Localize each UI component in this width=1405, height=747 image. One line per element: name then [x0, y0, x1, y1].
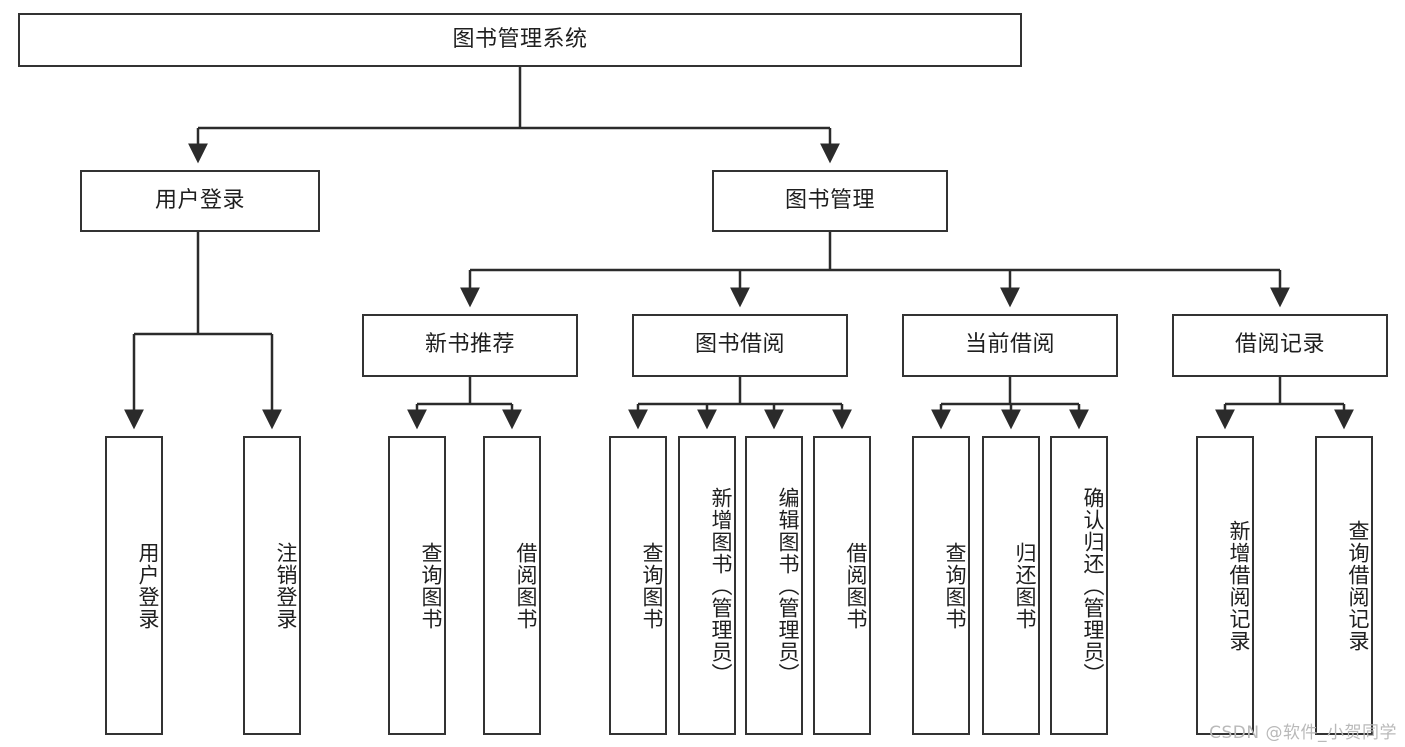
node-label: 图书管理 — [784, 187, 875, 213]
leaf-borrow-add-book-admin[interactable]: 新增图书（管理员） — [678, 436, 736, 735]
node-new-book-recommend[interactable]: 新书推荐 — [362, 314, 578, 377]
leaf-recommend-query-book[interactable]: 查询图书 — [388, 436, 446, 735]
node-label: 查询图书 — [943, 541, 967, 630]
leaf-current-query-book[interactable]: 查询图书 — [912, 436, 970, 735]
leaf-borrow-edit-book-admin[interactable]: 编辑图书（管理员） — [745, 436, 803, 735]
node-label: 借阅图书 — [844, 541, 868, 630]
node-label: 图书管理系统 — [452, 26, 588, 52]
node-label: 注销登录 — [274, 541, 298, 630]
node-label: 新增借阅记录 — [1227, 519, 1251, 652]
leaf-borrow-borrow-book[interactable]: 借阅图书 — [813, 436, 871, 735]
node-label: 图书借阅 — [694, 332, 785, 358]
leaf-user-login[interactable]: 用户登录 — [105, 436, 163, 735]
node-borrow-record[interactable]: 借阅记录 — [1172, 314, 1388, 377]
node-current-borrow[interactable]: 当前借阅 — [902, 314, 1118, 377]
node-label: 查询图书 — [640, 541, 664, 630]
node-book-management[interactable]: 图书管理 — [712, 170, 948, 232]
node-label: 用户登录 — [154, 187, 245, 213]
leaf-current-return-book[interactable]: 归还图书 — [982, 436, 1040, 735]
node-root-system[interactable]: 图书管理系统 — [18, 13, 1022, 67]
node-label: 查询借阅记录 — [1346, 519, 1370, 652]
node-user-login[interactable]: 用户登录 — [80, 170, 320, 232]
node-label: 用户登录 — [136, 541, 160, 630]
node-label: 借阅图书 — [514, 541, 538, 630]
node-label: 新增图书（管理员） — [709, 486, 733, 685]
node-label: 查询图书 — [419, 541, 443, 630]
node-label: 编辑图书（管理员） — [776, 486, 800, 685]
leaf-current-confirm-return-admin[interactable]: 确认归还（管理员） — [1050, 436, 1108, 735]
node-book-borrow[interactable]: 图书借阅 — [632, 314, 848, 377]
leaf-record-query-record[interactable]: 查询借阅记录 — [1315, 436, 1373, 735]
node-label: 新书推荐 — [424, 332, 515, 358]
node-label: 当前借阅 — [964, 332, 1055, 358]
node-label: 确认归还（管理员） — [1081, 486, 1105, 685]
leaf-record-add-record[interactable]: 新增借阅记录 — [1196, 436, 1254, 735]
node-label: 归还图书 — [1013, 541, 1037, 630]
node-label: 借阅记录 — [1234, 332, 1325, 358]
leaf-recommend-borrow-book[interactable]: 借阅图书 — [483, 436, 541, 735]
leaf-user-logout[interactable]: 注销登录 — [243, 436, 301, 735]
leaf-borrow-query-book[interactable]: 查询图书 — [609, 436, 667, 735]
